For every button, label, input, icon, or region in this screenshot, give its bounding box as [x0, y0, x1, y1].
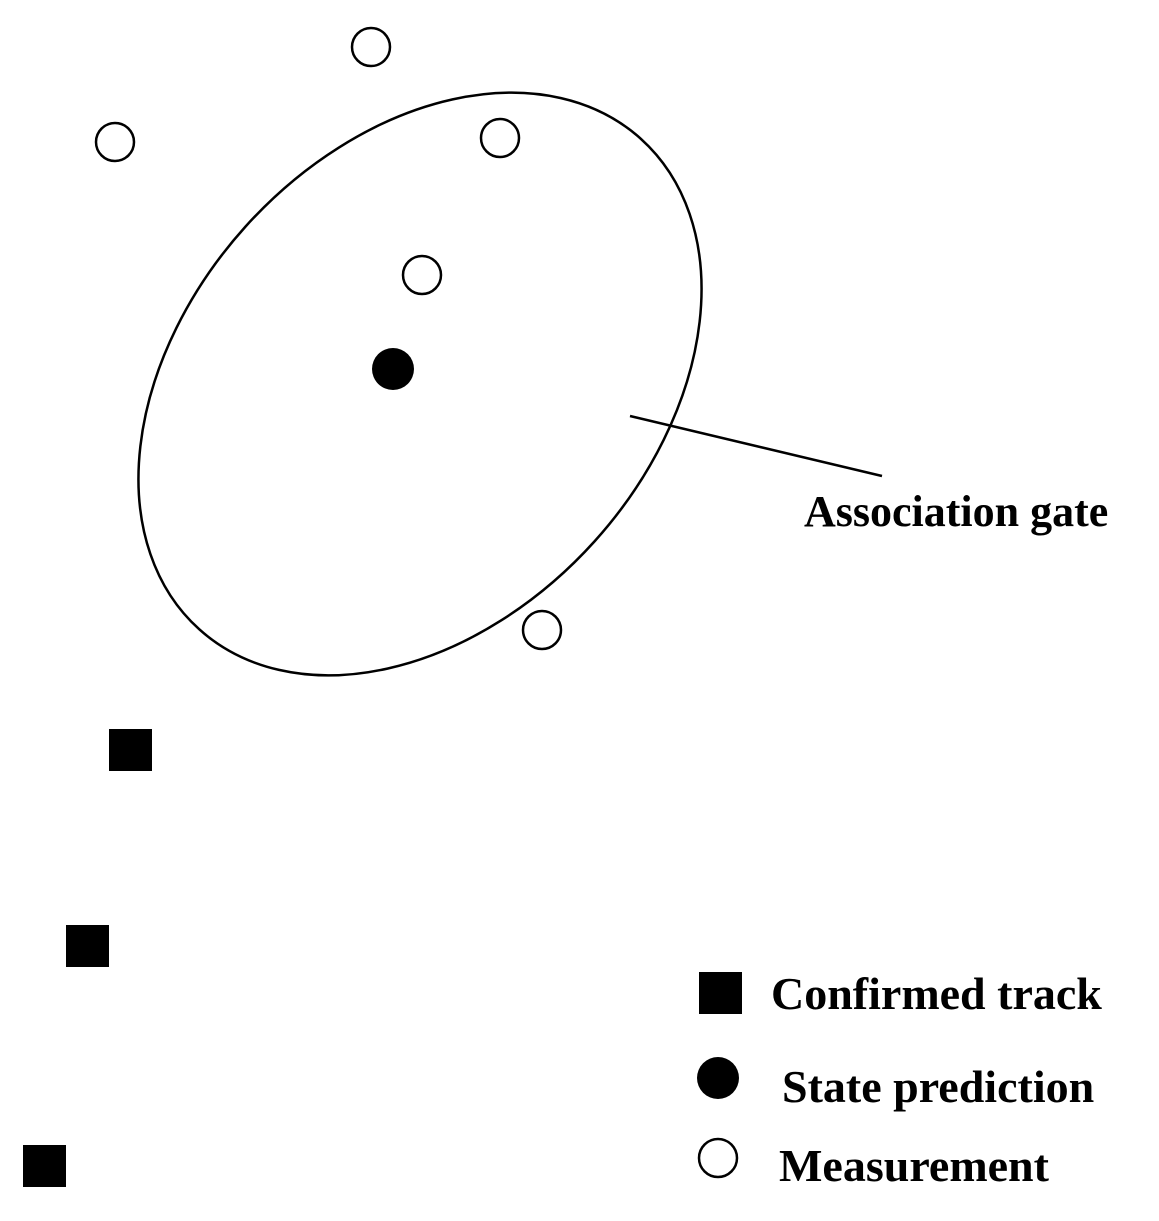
association-gate-ellipse	[137, 91, 703, 677]
legend-confirmed-track-icon	[699, 972, 742, 1014]
gate-label: Association gate	[804, 487, 1108, 536]
legend-state-prediction-label: State prediction	[782, 1061, 1094, 1112]
measurement-marker	[479, 117, 521, 159]
legend-state-prediction-icon	[697, 1057, 739, 1099]
state-prediction-marker	[372, 348, 414, 390]
legend-confirmed-track-label: Confirmed track	[771, 968, 1102, 1019]
confirmed-track-marker	[23, 1145, 66, 1187]
legend-measurement-label: Measurement	[779, 1140, 1050, 1191]
measurement-marker	[350, 26, 392, 68]
measurement-marker	[521, 609, 563, 651]
gate-leader-line	[629, 414, 883, 478]
measurement-marker	[401, 254, 443, 296]
legend-measurement-icon	[697, 1137, 739, 1179]
legend: Confirmed track State prediction Measure…	[697, 968, 1102, 1191]
confirmed-track-marker	[109, 729, 152, 771]
measurement-marker	[94, 121, 136, 163]
confirmed-track-marker	[66, 925, 109, 967]
